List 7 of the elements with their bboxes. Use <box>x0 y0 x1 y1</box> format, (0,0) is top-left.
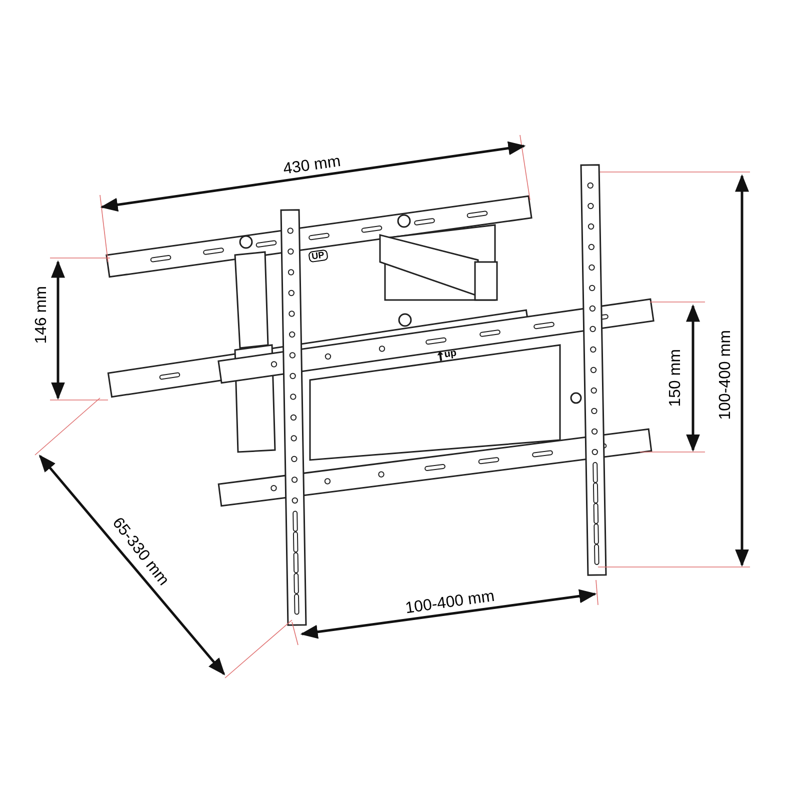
dimension-label: 100-400 mm <box>404 588 496 618</box>
dimension-label: 430 mm <box>282 154 342 178</box>
up-marking: up <box>444 348 458 360</box>
dimension-label: 100-400 mm <box>718 330 734 420</box>
dimension-label: 150 mm <box>668 349 684 407</box>
dimension-label: 146 mm <box>34 286 50 344</box>
up-sticker: UP <box>308 249 328 263</box>
